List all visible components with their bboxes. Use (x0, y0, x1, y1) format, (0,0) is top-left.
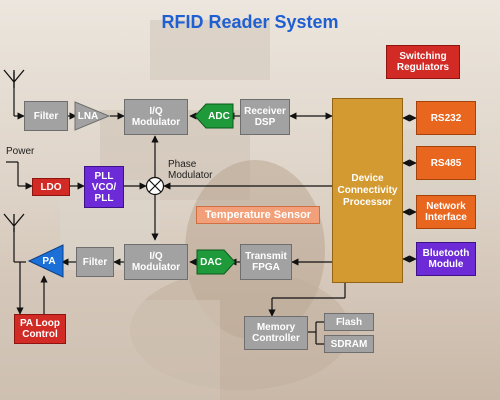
adc-arrow-shape (194, 103, 234, 129)
memory-controller-block: Memory Controller (244, 316, 308, 350)
rs232-block: RS232 (416, 101, 476, 135)
dac-arrow-shape (196, 249, 236, 275)
antenna-tx-icon (3, 213, 25, 232)
pa-triangle (28, 244, 64, 278)
filter-tx-block: Filter (76, 247, 114, 277)
adc-label: ADC (208, 110, 230, 122)
ldo-block: LDO (32, 178, 70, 196)
switching-regulators-block: Switching Regulators (386, 45, 460, 79)
transmit-fpga-block: Transmit FPGA (240, 244, 292, 280)
antenna-rx-icon (3, 69, 25, 88)
network-interface-block: Network Interface (416, 195, 476, 229)
rs485-block: RS485 (416, 146, 476, 180)
iq-modulator-rx-block: I/Q Modulator (124, 99, 188, 135)
page-title: RFID Reader System (161, 12, 339, 32)
receiver-dsp-block: Receiver DSP (240, 99, 290, 135)
mixer-icon (145, 176, 165, 196)
flash-block: Flash (324, 313, 374, 331)
power-label: Power (6, 146, 35, 157)
device-connectivity-processor-block: Device Connectivity Processor (332, 98, 403, 283)
pa-loop-control-block: PA Loop Control (14, 314, 66, 344)
sdram-block: SDRAM (324, 335, 374, 353)
filter-rx-block: Filter (24, 101, 68, 131)
temperature-sensor-block: Temperature Sensor (196, 206, 320, 224)
lna-label: LNA (77, 110, 99, 122)
iq-modulator-tx-block: I/Q Modulator (124, 244, 188, 280)
bluetooth-module-block: Bluetooth Module (416, 242, 476, 276)
phase-modulator-label: Phase Modulator (168, 159, 213, 181)
pll-block: PLL VCO/ PLL (84, 166, 124, 208)
lna-triangle (74, 101, 110, 131)
pa-label: PA (42, 255, 56, 267)
dac-label: DAC (200, 256, 222, 268)
